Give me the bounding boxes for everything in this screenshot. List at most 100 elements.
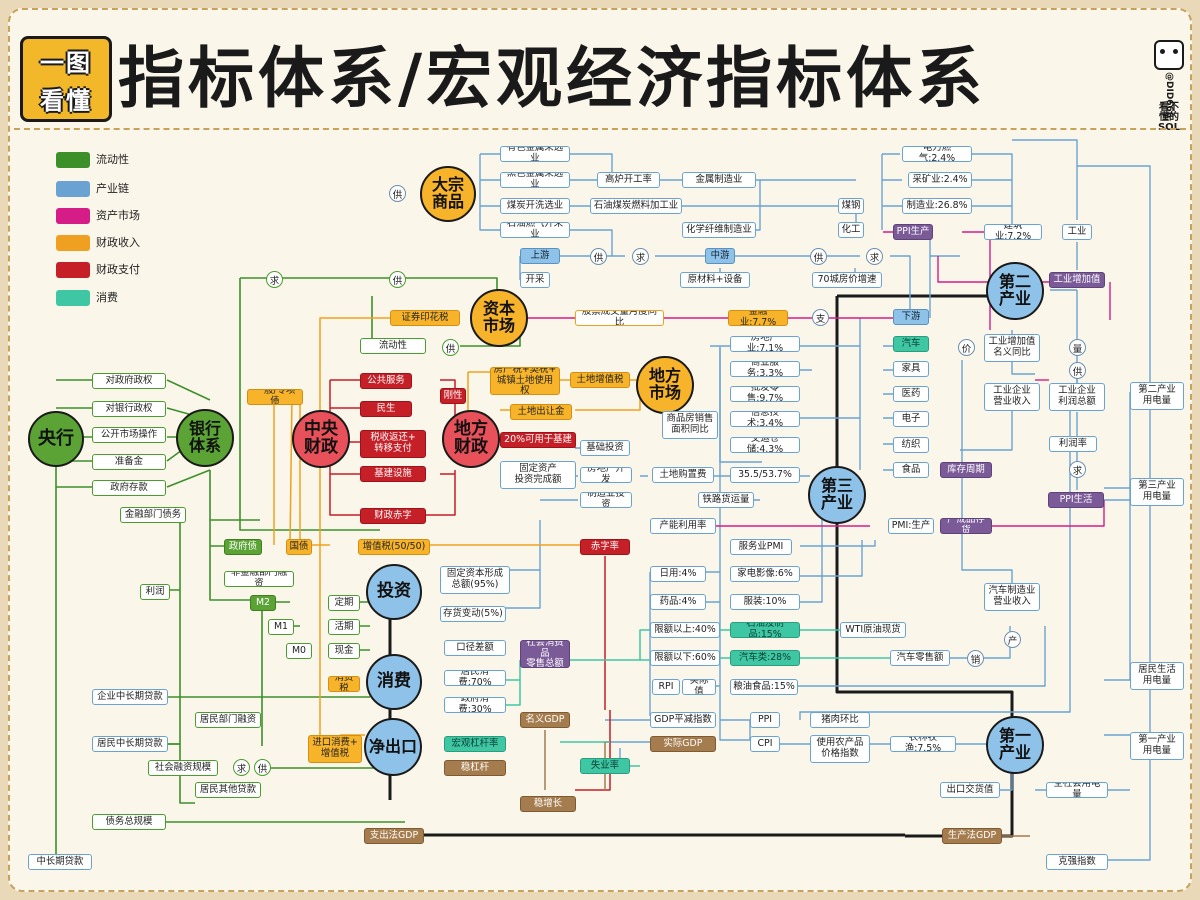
tag-supply: 供: [442, 339, 459, 356]
legend-item-liquidity: 流动性: [56, 152, 166, 168]
node-gdp-deflator: GDP平减指数: [650, 712, 716, 728]
node-above-quota: 限额以上:40%: [650, 622, 720, 638]
node-secondary-power: 第二产业 用电量: [1130, 382, 1184, 410]
node-infra-20pct: 20%可用于基建: [500, 432, 576, 448]
node-primary-power: 第一产业 用电量: [1130, 732, 1184, 760]
node-auto-manufacturing-revenue: 汽车制造业 营业收入: [984, 583, 1040, 611]
node-midstream: 中游: [705, 248, 735, 264]
node-stamp-tax: 证券印花税: [390, 310, 460, 326]
node-claims-on-banks: 对银行政权: [92, 401, 166, 417]
tag-demand: 求: [233, 759, 250, 776]
author-name-line1: 看不: [1159, 102, 1179, 113]
node-coal-steel: 煤钢: [838, 198, 864, 214]
node-stock-volume-yoy: 股票成交量月度同比: [575, 310, 664, 326]
hub-commodities: 大宗 商品: [420, 166, 476, 222]
mascot-icon: [1154, 40, 1184, 70]
node-mining-share: 采矿业:2.4%: [908, 172, 972, 188]
hub-local-market: 地方 市场: [636, 356, 694, 414]
node-manufacturing-investment: 制造业投资: [580, 492, 632, 508]
node-reserve: 准备金: [92, 454, 166, 470]
node-infra-investment: 基础投资: [580, 440, 630, 456]
node-auto-retail: 汽车零售额: [890, 650, 950, 666]
legend-label: 产业链: [96, 182, 129, 195]
legend-swatch: [56, 181, 90, 197]
node-power-gas: 电力燃气:2.4%: [902, 146, 972, 162]
legend-swatch: [56, 262, 90, 278]
node-ferrous-mining: 黑色金属采选业: [500, 172, 570, 188]
node-ratio: 35.5/53.7%: [730, 467, 800, 483]
node-open-market: 公开市场操作: [92, 427, 166, 443]
logo-text-bottom: 看懂: [40, 87, 92, 115]
node-social-financing: 社会融资规模: [148, 760, 218, 776]
node-government-deposits: 政府存款: [92, 480, 166, 496]
node-wti-spot: WTI原油现货: [840, 622, 906, 638]
node-70-city-price: 70城房价增速: [812, 272, 882, 288]
node-inventory-cycle: 库存周期: [940, 462, 992, 478]
legend-label: 财政支付: [96, 263, 140, 276]
node-corporate-long-loans: 企业中长期贷款: [92, 689, 168, 705]
node-keqiang-index: 克强指数: [1046, 854, 1108, 870]
hub-tertiary-industry: 第三 产业: [808, 466, 866, 524]
legend-swatch: [56, 290, 90, 306]
node-industrial-nominal-yoy: 工业增加值 名义同比: [984, 334, 1040, 362]
node-m1: M1: [268, 619, 294, 635]
node-industrial-profit: 工业企业 利润总额: [1049, 383, 1105, 411]
node-scope-difference: 口径差额: [444, 640, 506, 656]
node-electronics: 电子: [893, 411, 929, 427]
node-agriculture-share: 农林牧渔:7.5%: [890, 736, 956, 752]
hub-primary-industry: 第一 产业: [986, 716, 1044, 774]
node-nominal-gdp: 名义GDP: [520, 712, 570, 728]
node-fiscal-deficit: 财政赤字: [360, 508, 426, 524]
logo-text-top: 一图: [40, 49, 92, 77]
hub-local-finance: 地方 财政: [442, 410, 500, 468]
node-blast-furnace-rate: 高炉开工率: [597, 172, 660, 188]
tag-supply: 供: [389, 271, 406, 288]
legend-swatch: [56, 208, 90, 224]
node-industrial-revenue: 工业企业 营业收入: [984, 383, 1040, 411]
node-coal-mining: 煤炭开洗选业: [500, 198, 570, 214]
hub-secondary-industry: 第二 产业: [986, 262, 1044, 320]
tag-production: 产: [1004, 631, 1021, 648]
node-profit-margin: 利润率: [1049, 436, 1097, 452]
node-real-value: 实际值: [682, 679, 716, 695]
legend-item-consumption: 消费: [56, 290, 166, 306]
node-government-consumption: 政府消费:30%: [444, 697, 506, 713]
node-retail-sales: 社会消费品 零售总额: [520, 640, 570, 668]
node-daily-goods: 日用:4%: [650, 566, 706, 582]
node-oil-gas-extraction: 石油燃气开采业: [500, 222, 570, 238]
node-transport-storage: 交运仓储:4.3%: [730, 437, 800, 453]
node-general-special-bonds: 一般/专项债: [247, 389, 303, 405]
node-macro-leverage: 宏观杠杆率: [444, 736, 506, 752]
legend-label: 资产市场: [96, 209, 140, 222]
node-textile: 纺织: [893, 437, 929, 453]
node-financial-sector-debt: 金融部门债务: [120, 507, 186, 523]
tag-demand: 求: [632, 248, 649, 265]
legend-item-industry-chain: 产业链: [56, 181, 166, 197]
node-pmi-production: PMI:生产: [888, 518, 934, 534]
node-auto: 汽车: [893, 336, 929, 352]
node-treasury-bonds: 国债: [286, 539, 312, 555]
node-rpi: RPI: [652, 679, 680, 695]
node-stable-growth: 稳增长: [520, 796, 576, 812]
node-industry: 工业: [1062, 224, 1092, 240]
node-finished-goods-inventory: 产成品存货: [940, 518, 992, 534]
node-infrastructure: 基建设施: [360, 466, 426, 482]
tag-sales: 销: [967, 650, 984, 667]
node-land-purchase-cost: 土地购置费: [652, 467, 714, 483]
legend-swatch: [56, 152, 90, 168]
tag-supply: 供: [810, 248, 827, 265]
tag-supply: 供: [254, 759, 271, 776]
tag-demand: 求: [266, 271, 283, 288]
node-government-bonds: 政府债: [224, 539, 262, 555]
node-grain-food: 粮油食品:15%: [730, 679, 798, 695]
node-auto-category: 汽车类:28%: [730, 650, 800, 666]
node-drugs: 药品:4%: [650, 594, 706, 610]
node-land-sales: 土地出让金: [510, 404, 572, 420]
node-profit: 利润: [140, 584, 170, 600]
node-upstream: 上游: [520, 248, 560, 264]
title-divider: [14, 128, 1186, 130]
node-nonfinancial-financing: 非金融部门融资: [224, 571, 294, 587]
node-real-estate-dev: 房地产开发: [580, 467, 632, 483]
legend-label: 流动性: [96, 153, 129, 166]
node-cash: 现金: [328, 643, 360, 659]
